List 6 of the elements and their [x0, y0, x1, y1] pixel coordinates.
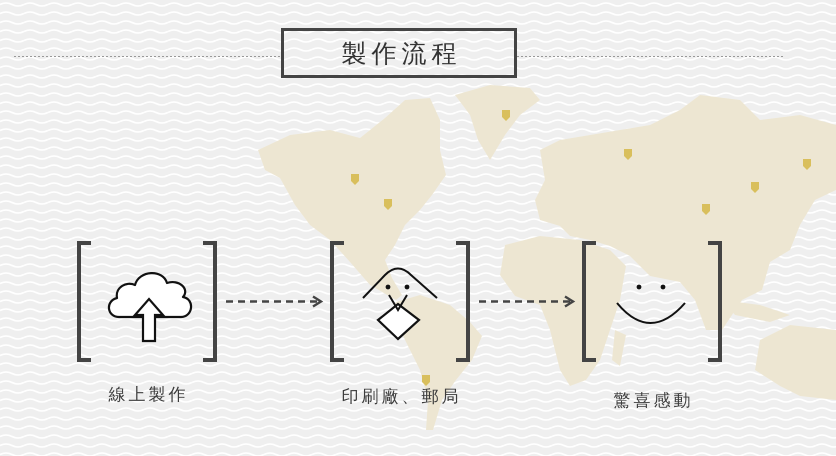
dashed-arrow — [226, 295, 322, 308]
step-label: 線上製作 — [108, 385, 188, 405]
dashed-arrow — [479, 295, 574, 308]
page-title: 製作流程 — [281, 28, 517, 78]
step-label: 印刷廠、郵局 — [340, 387, 462, 407]
step-label: 驚喜感動 — [612, 391, 694, 411]
